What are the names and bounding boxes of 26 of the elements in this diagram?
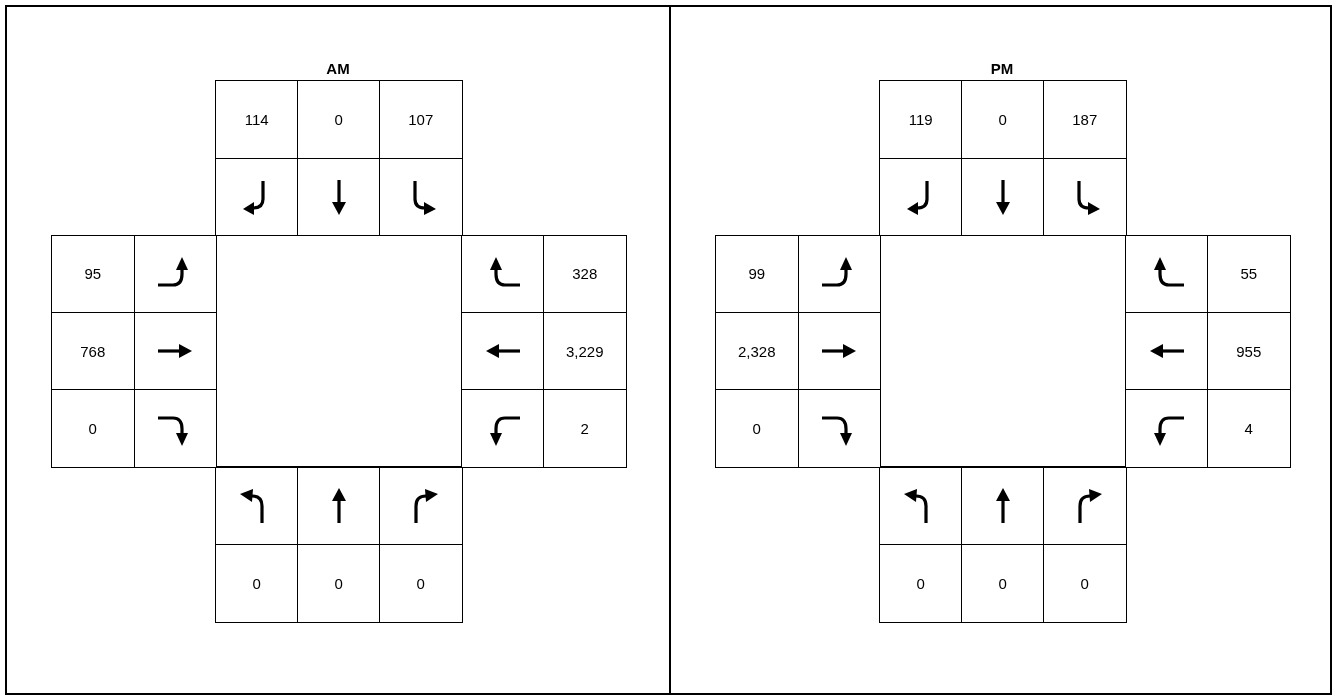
turn-count-cell: 99	[715, 234, 799, 314]
turn-count-cell: 119	[879, 80, 963, 159]
turn-count-cell: 328	[543, 234, 627, 314]
turn-count-cell: 0	[215, 543, 299, 623]
turn-count-cell: 0	[715, 389, 799, 468]
turn-count-cell: 187	[1043, 80, 1127, 159]
turn-count-cell: 0	[961, 543, 1045, 623]
turn-count-cell: 0	[51, 389, 135, 468]
turn-count-cell: 3,229	[543, 311, 627, 391]
turn-count-cell: 107	[379, 80, 463, 159]
period-title: PM	[989, 60, 1015, 77]
turn-count-cell: 2	[543, 389, 627, 468]
turn-count-cell: 114	[215, 80, 299, 159]
turn-count-cell: 55	[1207, 234, 1291, 314]
turn-count-cell: 955	[1207, 311, 1291, 391]
turn-count-cell: 2,328	[715, 311, 799, 391]
turn-count-cell: 0	[297, 80, 381, 159]
turn-count-cell: 95	[51, 234, 135, 314]
period-title: AM	[325, 60, 351, 77]
turn-count-cell: 0	[879, 543, 963, 623]
turn-count-cell: 0	[961, 80, 1045, 159]
turn-count-cell: 4	[1207, 389, 1291, 468]
turn-count-cell: 0	[379, 543, 463, 623]
turn-count-cell: 768	[51, 311, 135, 391]
turn-count-cell: 0	[297, 543, 381, 623]
turn-count-cell: 0	[1043, 543, 1127, 623]
